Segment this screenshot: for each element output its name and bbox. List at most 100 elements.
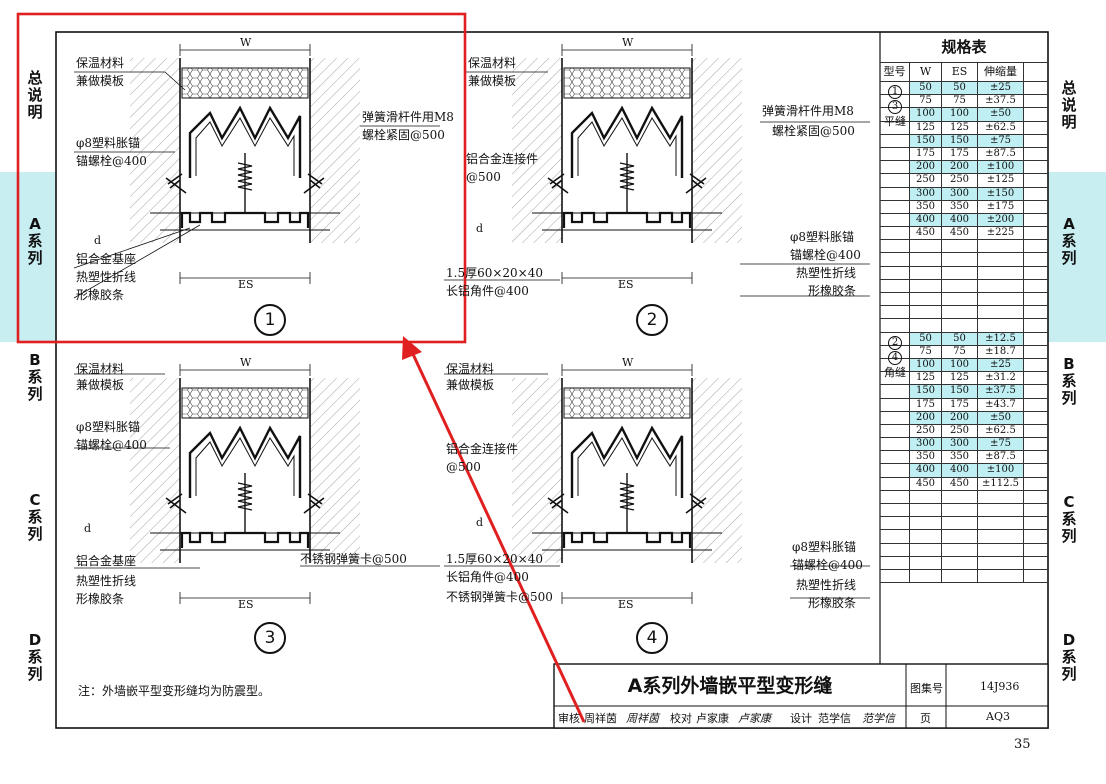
spec-empty-row	[880, 293, 1048, 307]
spec-cell: ±50	[978, 411, 1024, 424]
spec-cell: ±43.7	[978, 398, 1024, 411]
spec-cell	[880, 358, 910, 372]
spec-empty-row	[880, 266, 1048, 280]
spec-cell: ±112.5	[978, 477, 1024, 490]
spec-cell	[880, 82, 910, 95]
d4-angle-label-2: 长铝角件@400	[446, 570, 529, 584]
side-tab-a[interactable]: A系列	[27, 215, 43, 267]
spec-cell	[880, 543, 910, 556]
spec-cell	[942, 543, 978, 556]
side-tab-general-right[interactable]: 总说明	[1061, 79, 1077, 131]
spec-cell: 150	[910, 134, 942, 147]
role-check: 校对	[670, 712, 692, 725]
d1-es-dim: ES	[238, 278, 254, 291]
spec-cell	[910, 319, 942, 332]
spec-cell: 300	[942, 187, 978, 200]
spec-empty-row	[880, 504, 1048, 518]
spec-cell: 125	[942, 372, 978, 385]
spec-cell: 300	[942, 438, 978, 451]
spec-cell: ±100	[978, 464, 1024, 477]
d4-d-dim: d	[476, 516, 484, 529]
spec-cell	[880, 345, 910, 358]
side-tab-d-right[interactable]: D系列	[1061, 631, 1077, 683]
side-tab-c-right[interactable]: C系列	[1061, 493, 1077, 545]
side-tab-b-right[interactable]: B系列	[1061, 355, 1077, 407]
spec-cell	[942, 293, 978, 306]
spec-cell	[942, 279, 978, 292]
d4-rubber-label-1: 热塑性折线	[796, 578, 857, 592]
d3-insulation-label: 保温材料	[76, 362, 125, 376]
spec-cell: 150	[942, 385, 978, 398]
spec-cell: 350	[942, 451, 978, 464]
side-tab-d[interactable]: D系列	[27, 631, 43, 683]
d2-w-dim: W	[622, 36, 634, 49]
spec-cell	[910, 306, 942, 319]
spec-empty-row	[880, 543, 1048, 557]
spec-cell: 400	[910, 213, 942, 227]
spec-cell: 50	[910, 332, 942, 345]
designer-signature: 范学信	[862, 712, 895, 725]
spec-cell	[942, 306, 978, 319]
spec-cell	[880, 200, 910, 213]
spec-cell: 175	[942, 398, 978, 411]
d2-angle-label-2: 长铝角件@400	[446, 284, 529, 298]
d2-bolt-label: 螺栓紧固@500	[772, 124, 855, 138]
spec-cell: 450	[942, 477, 978, 490]
spec-cell	[880, 134, 910, 147]
d2-angle-label-1: 1.5厚60×20×40	[446, 266, 544, 280]
d4-insulation-label: 保温材料	[446, 362, 495, 376]
spec-cell	[942, 556, 978, 569]
d4-clip-label: 不锈钢弹簧卡@500	[446, 590, 553, 604]
spec-cell	[978, 490, 1024, 503]
spec-cell: ±125	[978, 174, 1024, 187]
d1-insulation-label: 保温材料	[76, 56, 125, 70]
spec-cell: ±37.5	[978, 385, 1024, 398]
spec-empty-row	[880, 240, 1048, 254]
role-design: 设计	[790, 712, 812, 725]
side-tab-general[interactable]: 总说明	[27, 69, 43, 121]
spec-cell	[978, 517, 1024, 530]
d1-spring-label: 弹簧滑杆件用M8	[362, 110, 454, 124]
reviewer-name: 周祥茵	[584, 712, 617, 725]
spec-cell: 100	[942, 108, 978, 121]
spec-cell	[880, 517, 910, 530]
side-tab-b[interactable]: B系列	[27, 351, 43, 403]
spec-cell	[880, 385, 910, 398]
page-label: 页	[920, 712, 931, 725]
spec-cell	[942, 530, 978, 543]
d2-anchor-label-2: 锚螺栓@400	[790, 248, 861, 262]
spec-cell: 75	[910, 345, 942, 358]
spec-cell	[942, 517, 978, 530]
d4-w-dim: W	[622, 356, 634, 369]
spec-cell: 350	[910, 451, 942, 464]
spec-cell: 300	[910, 438, 942, 451]
d3-rubber-label-2: 形橡胶条	[76, 592, 125, 606]
spec-cell: 350	[942, 200, 978, 213]
spec-cell	[880, 240, 910, 253]
spec-cell	[880, 411, 910, 424]
spec-cell: 450	[910, 227, 942, 240]
d2-at500-label: @500	[466, 170, 501, 184]
side-tab-c[interactable]: C系列	[27, 491, 43, 543]
d4-anchor-label-1: φ8塑料胀锚	[792, 540, 857, 554]
side-tab-a-right[interactable]: A系列	[1061, 215, 1077, 267]
d2-d-dim: d	[476, 222, 484, 235]
spec-cell	[880, 556, 910, 569]
spec-cell	[880, 438, 910, 451]
spec-cell	[942, 490, 978, 503]
d4-angle-label-1: 1.5厚60×20×40	[446, 552, 544, 566]
d4-es-dim: ES	[618, 598, 634, 611]
role-review: 审核	[558, 712, 580, 725]
spec-cell	[978, 556, 1024, 569]
